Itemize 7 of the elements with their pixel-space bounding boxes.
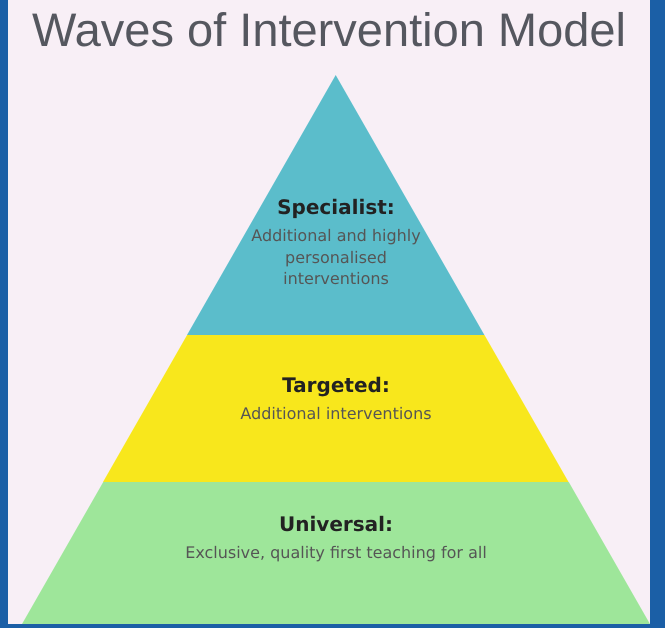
diagram-title: Waves of Intervention Model	[31, 2, 627, 57]
tier-description: Exclusive, quality first teaching for all	[184, 542, 488, 564]
tier-heading: Targeted:	[282, 373, 390, 397]
tier-description: Additional interventions	[239, 403, 433, 425]
tier-heading: Specialist:	[277, 195, 395, 219]
tier-heading: Universal:	[278, 512, 394, 536]
tier-description: Additional and highly personalised interventions	[250, 225, 422, 290]
